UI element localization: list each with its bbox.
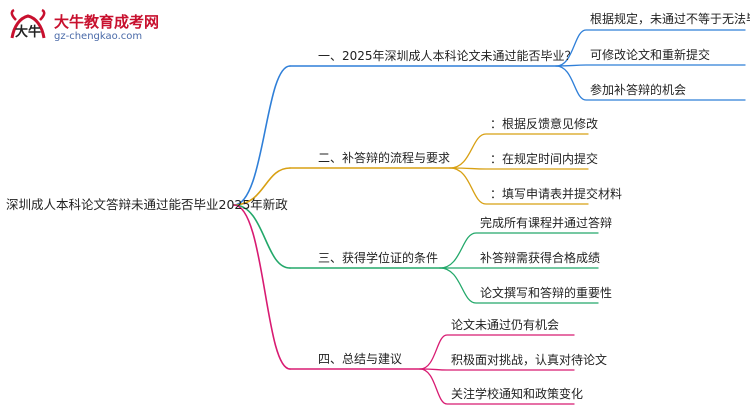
branch-1-leaf-3-link bbox=[555, 65, 746, 101]
branch-1-leaf-3: 参加补答辩的机会 bbox=[590, 83, 687, 97]
branch-1-label: 一、2025年深圳成人本科论文未通过能否毕业？ bbox=[318, 49, 577, 63]
branch-2-leaf-3-link bbox=[449, 167, 589, 205]
branch-4-leaf-1-link bbox=[419, 334, 575, 370]
branch-3-leaf-3-link bbox=[439, 267, 599, 304]
logo-title: 大牛教育成考网 bbox=[54, 13, 160, 31]
branch-3-leaf-3: 论文撰写和答辩的重要性 bbox=[480, 286, 613, 300]
branch-2-leaf-2: ：在规定时间内提交 bbox=[490, 152, 599, 166]
branch-2-leaf-3: ：填写申请表并提交材料 bbox=[490, 187, 623, 201]
branch-2-label: 二、补答辩的流程与要求 bbox=[318, 151, 451, 165]
branch-2-leaf-2-link bbox=[449, 167, 589, 170]
bull-logo-icon: 大牛 bbox=[10, 8, 46, 40]
branch-3-leaf-1: 完成所有课程并通过答辩 bbox=[480, 216, 613, 230]
branch-3-leaf-2: 补答辩需获得合格成绩 bbox=[480, 251, 601, 265]
branch-4-leaf-2-link bbox=[419, 368, 575, 371]
branch-2-leaf-1: ：根据反馈意见修改 bbox=[490, 117, 599, 131]
branch-1-leaf-2-link bbox=[555, 64, 746, 67]
branch-3-leaf-1-link bbox=[439, 232, 599, 269]
branch-3-curve bbox=[233, 204, 291, 269]
branch-4-curve bbox=[233, 204, 291, 370]
branch-4-leaf-2: 积极面对挑战，认真对待论文 bbox=[451, 353, 608, 367]
branch-4-leaf-3-link bbox=[419, 368, 575, 405]
branch-4-leaf-3: 关注学校通知和政策变化 bbox=[451, 387, 584, 401]
logo-url: gz-chengkao.com bbox=[54, 31, 143, 42]
logo-brand-mark: 大牛 bbox=[15, 24, 41, 40]
branch-2-curve bbox=[233, 167, 291, 206]
branch-1-leaf-1-link bbox=[555, 29, 746, 67]
branch-1-leaf-1: 根据规定，未通过不等于无法毕业 bbox=[590, 12, 750, 26]
mindmap-root: 深圳成人本科论文答辩未通过能否毕业2025年新政 bbox=[6, 197, 288, 212]
branch-1-curve bbox=[233, 65, 291, 206]
branch-3-label: 三、获得学位证的条件 bbox=[318, 251, 439, 265]
branch-4-leaf-1: 论文未通过仍有机会 bbox=[451, 318, 560, 332]
branch-4-label: 四、总结与建议 bbox=[318, 352, 403, 366]
branch-1-leaf-2: 可修改论文和重新提交 bbox=[590, 48, 711, 62]
site-logo: 大牛 大牛教育成考网 gz-chengkao.com bbox=[6, 8, 176, 50]
branch-2-leaf-1-link bbox=[449, 133, 589, 169]
